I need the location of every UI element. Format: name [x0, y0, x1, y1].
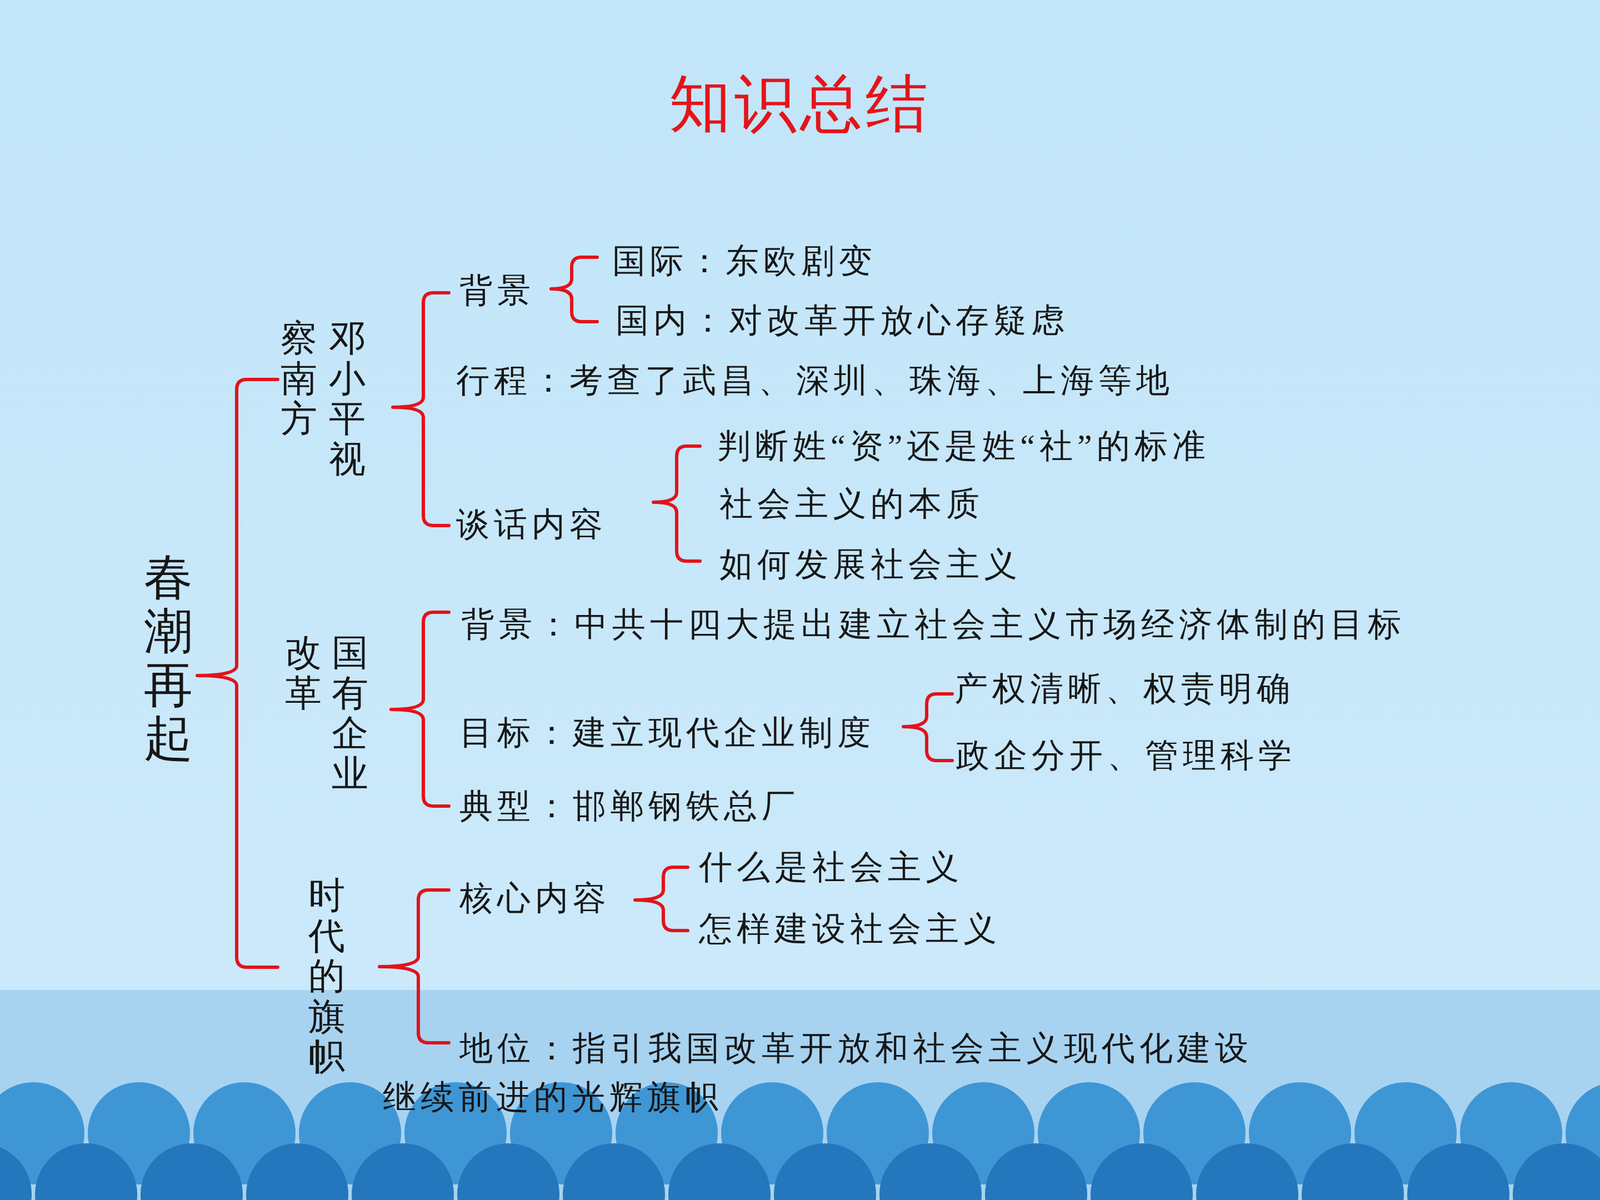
bracket — [635, 867, 688, 931]
branch-label: 社会主义的本质 — [719, 483, 984, 525]
wave — [246, 1143, 349, 1200]
vertical-label: 改革 — [285, 632, 322, 714]
bracket — [392, 292, 449, 526]
wave — [35, 1143, 138, 1200]
wave — [985, 1143, 1088, 1200]
branch-label: 继续前进的光辉旗帜 — [382, 1076, 723, 1119]
wave — [1301, 1143, 1404, 1200]
vertical-label: 邓小平视 — [328, 318, 366, 480]
branch-label: 谈话内容 — [456, 503, 608, 546]
branch-label: 怎样建设社会主义 — [698, 908, 1002, 950]
wave — [1196, 1143, 1299, 1200]
branch-label: 国际：东欧剧变 — [612, 240, 877, 283]
bracket — [379, 890, 449, 1043]
branch-label: 背景 — [459, 270, 535, 312]
vertical-label: 春潮再起 — [143, 551, 193, 767]
branch-label: 核心内容 — [459, 877, 611, 920]
wave — [773, 1143, 877, 1200]
bracket — [391, 612, 449, 807]
vertical-label: 时代的旗帜 — [308, 875, 345, 1078]
vertical-label: 察南方 — [280, 318, 318, 440]
branch-label: 政企分开、管理科学 — [956, 735, 1297, 777]
wave — [879, 1143, 982, 1200]
branch-label: 产权清晰、权责明确 — [954, 668, 1295, 710]
wave — [140, 1143, 243, 1200]
branch-label: 目标：建立现代企业制度 — [459, 712, 875, 754]
branch-label: 地位：指引我国改革开放和社会主义现代化建设 — [459, 1027, 1253, 1070]
wave — [351, 1143, 454, 1200]
branch-label: 如何发展社会主义 — [719, 543, 1022, 586]
bracket — [903, 693, 953, 761]
bracket — [197, 379, 278, 968]
branch-label: 判断姓“资”还是姓“社”的标准 — [717, 425, 1210, 468]
vertical-label: 国有企业 — [331, 632, 369, 794]
branch-label: 什么是社会主义 — [698, 846, 964, 889]
branch-label: 典型：邯郸钢铁总厂 — [459, 785, 800, 828]
branch-label: 行程：考查了武昌、深圳、珠海、上海等地 — [456, 360, 1174, 402]
branch-label: 国内：对改革开放心存疑虑 — [615, 300, 1069, 342]
wave — [1090, 1143, 1193, 1200]
wave — [457, 1143, 560, 1200]
bracket — [653, 446, 700, 562]
branch-label: 背景：中共十四大提出建立社会主义市场经济体制的目标 — [461, 603, 1406, 646]
waves — [0, 1082, 1600, 1200]
wave — [1512, 1143, 1600, 1200]
wave — [1407, 1143, 1510, 1200]
wave — [668, 1143, 771, 1200]
title: 知识总结 — [0, 66, 1600, 142]
bracket — [551, 257, 598, 322]
wave — [562, 1143, 665, 1200]
wave — [0, 1143, 32, 1200]
